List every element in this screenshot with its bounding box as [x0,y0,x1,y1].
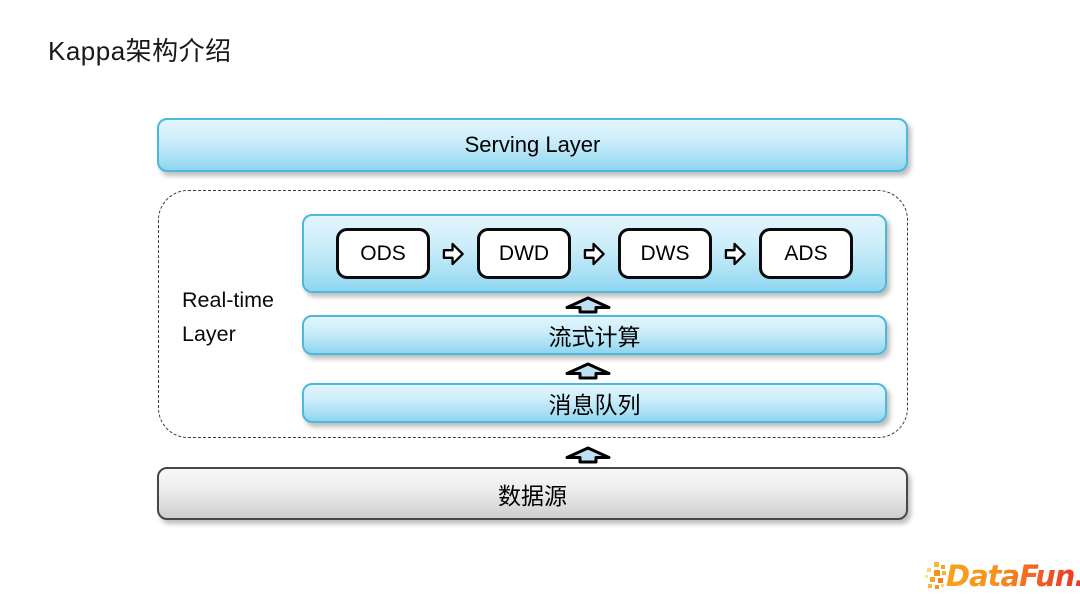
up-arrow-icon [565,296,611,314]
pipeline-bar: ODS DWD DWS ADS [302,214,887,293]
serving-layer-label: Serving Layer [464,132,601,157]
stream-computing-bar: 流式计算 [302,315,887,355]
logo-text: DataFun. [946,559,1080,593]
message-queue-label: 消息队列 [548,393,641,418]
realtime-layer-label: Real-time Layer [182,288,274,347]
pipeline-node-label: DWD [498,241,550,265]
data-source-bar: 数据源 [157,467,908,520]
right-arrow-icon [583,242,605,265]
serving-layer-bar: Serving Layer [157,118,908,172]
pipeline-node-label: ODS [360,241,406,265]
pipeline-node-ads: ADS [759,228,853,279]
right-arrow-icon [442,242,464,265]
right-arrow-icon [724,242,746,265]
page-title: Kappa架构介绍 [48,36,232,66]
pipeline-node-label: DWS [640,241,690,265]
data-source-label: 数据源 [498,483,567,509]
pipeline-node-dws: DWS [618,228,712,279]
message-queue-bar: 消息队列 [302,383,887,423]
stream-computing-label: 流式计算 [548,325,641,350]
pipeline-node-label: ADS [784,241,828,265]
pipeline-node-dwd: DWD [477,228,571,279]
datafun-logo: DataFun. [925,556,1080,602]
up-arrow-icon [565,362,611,380]
realtime-layer-container [158,190,908,438]
up-arrow-icon [565,446,611,464]
pipeline-node-ods: ODS [336,228,430,279]
